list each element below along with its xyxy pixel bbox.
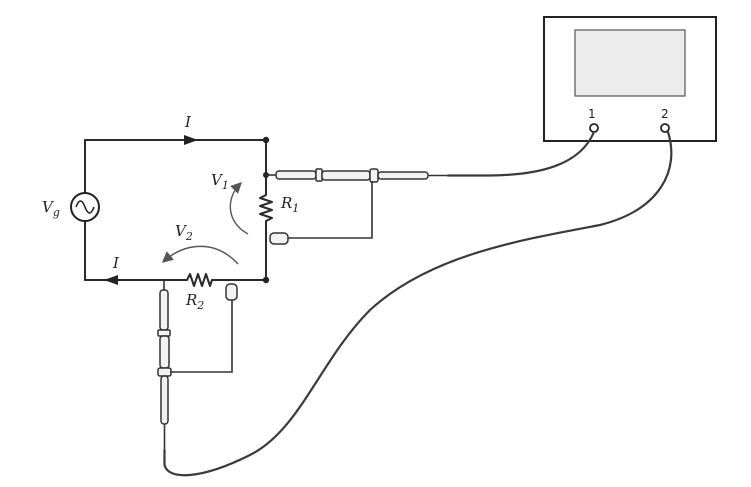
- probe-1: [265, 168, 448, 247]
- current-label-bottom: I: [112, 254, 120, 272]
- voltage-v2-label: V2: [175, 222, 193, 243]
- ac-source: [70, 192, 100, 222]
- resistor-r1: [259, 191, 273, 225]
- current-arrow-top: [184, 135, 198, 145]
- probe-1-ground-clip: [269, 232, 289, 245]
- probe-2-ring: [157, 329, 171, 337]
- sine-wave-icon: [75, 200, 95, 214]
- probe-2-collar: [157, 367, 172, 377]
- probe-2-barrel: [159, 335, 170, 369]
- probe-2-ground-clip: [225, 283, 238, 301]
- probe-1-front: [275, 170, 317, 180]
- probe-2-rear: [160, 375, 169, 425]
- probe-2-cable: [163, 130, 673, 477]
- voltage-v1-arrow: [229, 182, 249, 235]
- voltage-v1-label: V1: [211, 171, 229, 192]
- current-label-top: I: [184, 113, 192, 131]
- channel-1-label: 1: [588, 107, 596, 121]
- probe-2: [157, 279, 239, 450]
- node-top-right: [262, 136, 270, 144]
- oscilloscope-screen: [574, 29, 686, 97]
- resistor-r1-label: R1: [280, 194, 299, 215]
- probe-1-ground-lead: [288, 181, 373, 239]
- probe-2-front: [159, 289, 169, 331]
- resistor-r2: [183, 273, 213, 287]
- channel-1-terminal[interactable]: [589, 123, 599, 133]
- resistor-r2-label: R2: [185, 291, 204, 312]
- probe-1-collar: [369, 168, 379, 183]
- probe-1-ring: [315, 168, 323, 182]
- voltage-v2-arrow: [161, 245, 239, 265]
- oscilloscope: 1 2: [543, 16, 717, 142]
- probe-2-ground-lead: [170, 298, 233, 373]
- source-label: Vg: [42, 198, 60, 219]
- probe-1-rear: [377, 171, 429, 180]
- channel-2-label: 2: [661, 107, 669, 121]
- current-arrow-bottom: [104, 275, 118, 285]
- node-bottom-right: [262, 276, 270, 284]
- channel-2-terminal[interactable]: [660, 123, 670, 133]
- probe-1-barrel: [321, 170, 371, 181]
- probe-1-cable: [446, 130, 596, 177]
